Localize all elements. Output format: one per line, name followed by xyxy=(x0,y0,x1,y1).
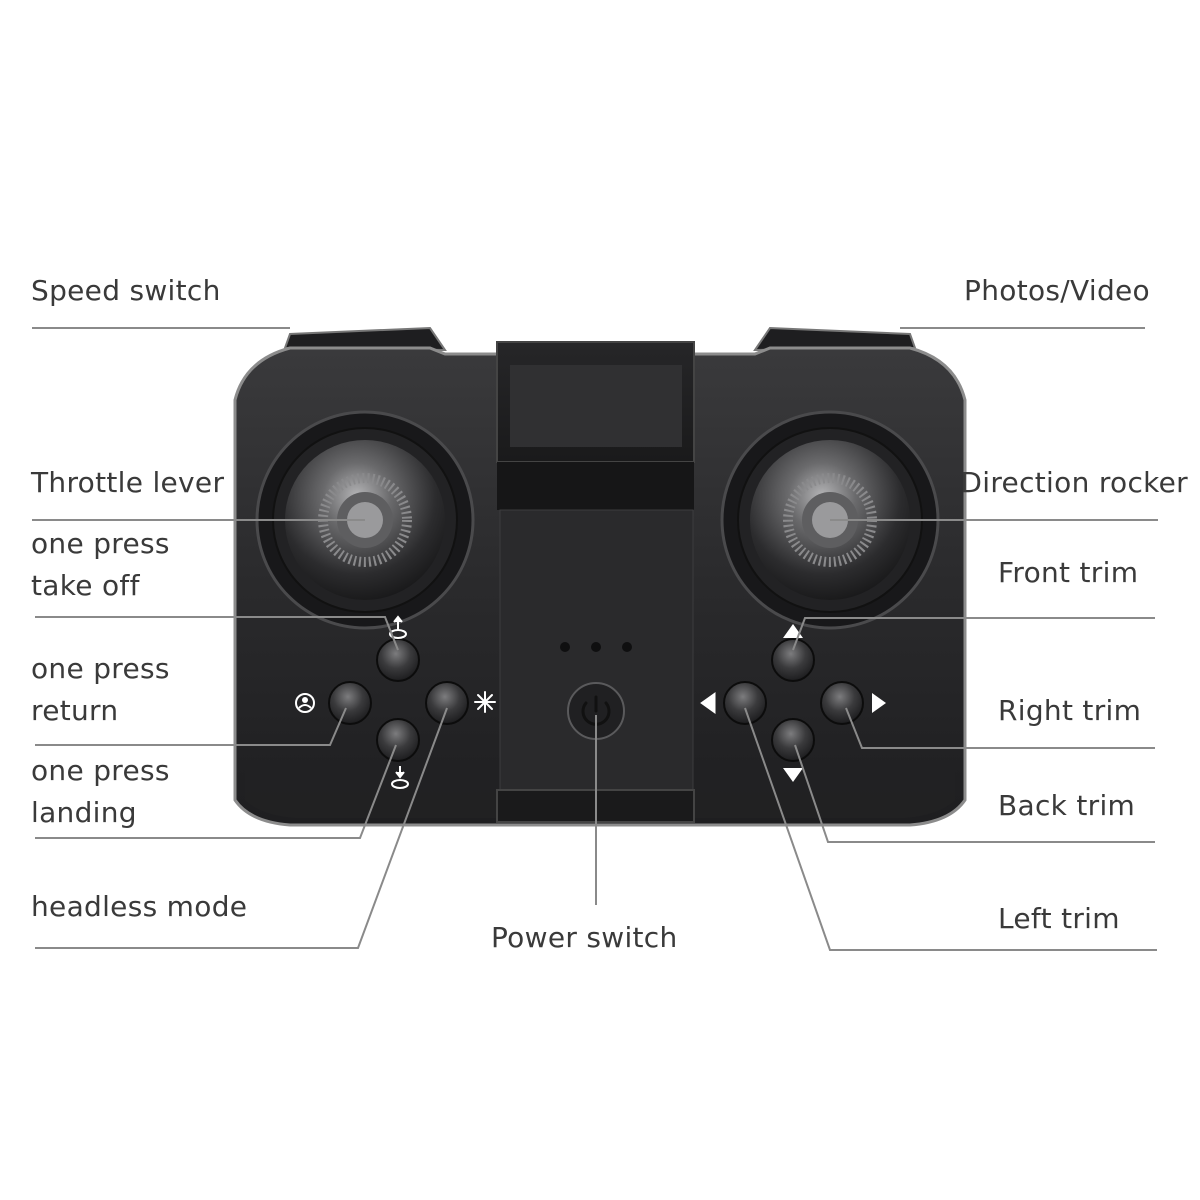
triangle-left-icon xyxy=(700,692,716,714)
left-trim-button[interactable] xyxy=(723,681,767,725)
triangle-down-icon xyxy=(783,768,803,782)
down-arrow-circle-icon xyxy=(391,766,409,789)
label-back-trim: Back trim xyxy=(998,789,1136,822)
label-landing-line1: one press xyxy=(31,754,170,787)
leader-landing xyxy=(35,744,397,839)
sparkle-icon xyxy=(474,691,496,713)
take-off-button[interactable] xyxy=(376,638,420,682)
label-take-off-line2: take off xyxy=(31,569,140,602)
leader-headless xyxy=(35,707,448,949)
label-speed-switch: Speed switch xyxy=(31,274,221,307)
led-indicator xyxy=(591,642,601,652)
leader-front-trim xyxy=(792,617,1155,651)
label-left-trim: Left trim xyxy=(998,902,1120,935)
phone-clamp-column xyxy=(497,462,694,510)
leader-left-trim xyxy=(744,707,1157,951)
label-power-switch: Power switch xyxy=(491,921,678,954)
label-right-trim: Right trim xyxy=(998,694,1142,727)
label-front-trim: Front trim xyxy=(998,556,1139,589)
landing-button[interactable] xyxy=(376,718,420,762)
label-throttle-lever: Throttle lever xyxy=(31,466,225,499)
led-indicator xyxy=(622,642,632,652)
return-home-icon xyxy=(295,693,315,713)
label-return-line1: one press xyxy=(31,652,170,685)
leader-return xyxy=(35,707,347,746)
led-indicator xyxy=(560,642,570,652)
leader-right-trim xyxy=(845,707,1155,749)
triangle-right-icon xyxy=(872,693,886,713)
label-take-off-line1: one press xyxy=(31,527,170,560)
label-direction-rocker: Direction rocker xyxy=(960,466,1188,499)
return-button[interactable] xyxy=(328,681,372,725)
label-photos-video: Photos/Video xyxy=(964,274,1150,307)
clamp-window xyxy=(510,365,682,447)
leader-back-trim xyxy=(794,744,1155,843)
up-arrow-circle-icon xyxy=(389,615,407,639)
leader-take-off xyxy=(35,616,399,651)
label-headless-mode: headless mode xyxy=(31,890,248,923)
front-trim-button[interactable] xyxy=(771,638,815,682)
label-landing-line2: landing xyxy=(31,796,137,829)
label-return-line2: return xyxy=(31,694,119,727)
headless-button[interactable] xyxy=(425,681,469,725)
back-trim-button[interactable] xyxy=(771,718,815,762)
right-trim-button[interactable] xyxy=(820,681,864,725)
